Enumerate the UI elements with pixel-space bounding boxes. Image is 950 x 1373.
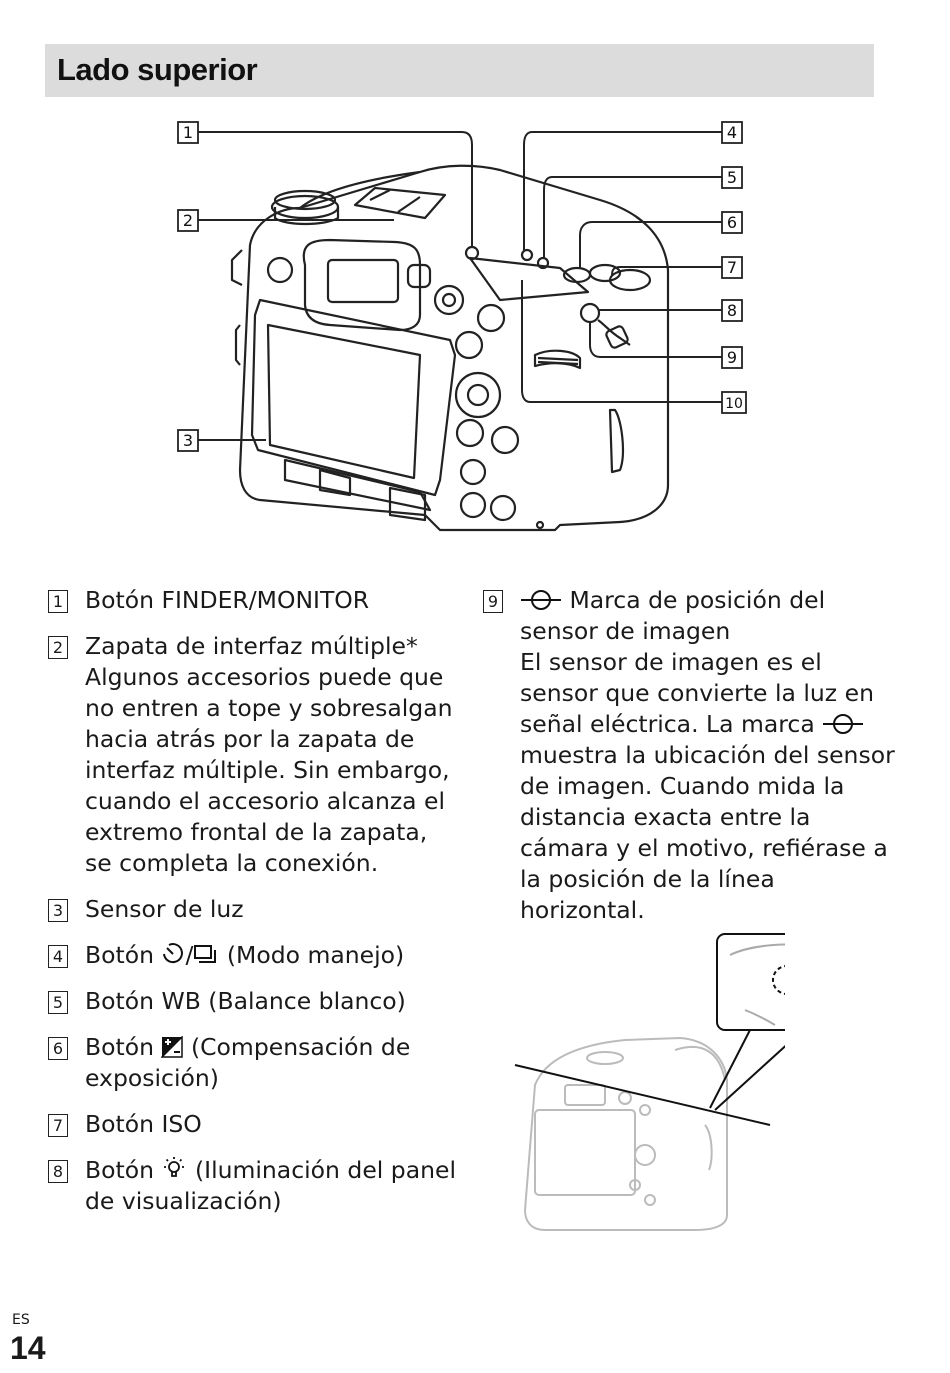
callout-6: 6 [721, 211, 743, 234]
camera-top-diagram: 1 2 3 4 5 6 7 8 9 10 [177, 121, 747, 532]
page-number: 14 [10, 1330, 46, 1366]
self-timer-icon [163, 943, 184, 964]
svg-text:5: 5 [727, 168, 737, 187]
item-number: 2 [48, 636, 68, 659]
display-panel [468, 256, 590, 302]
callout-2: 2 [177, 209, 199, 232]
callout-10: 10 [721, 391, 747, 414]
callout-3: 3 [177, 429, 199, 452]
language-code: ES [12, 1312, 30, 1328]
callout-5: 5 [721, 166, 743, 189]
svg-text:4: 4 [727, 123, 737, 142]
svg-text:9: 9 [727, 348, 737, 367]
item-number: 5 [48, 991, 68, 1014]
svg-text:3: 3 [183, 431, 193, 450]
section-header: Lado superior [45, 44, 874, 97]
list-item: 6 Botón (Compensación de exposición) [48, 1032, 458, 1094]
svg-text:8: 8 [727, 301, 737, 320]
item-description: Algunos accesorios puede que no entren a… [85, 663, 453, 877]
svg-text:6: 6 [727, 213, 737, 232]
image-sensor-mark-icon [823, 714, 864, 734]
callout-9: 9 [721, 346, 743, 369]
callout-7: 7 [721, 256, 743, 279]
item-label: Botón (Compensación de exposición) [85, 1033, 411, 1092]
item-number: 4 [48, 945, 68, 968]
list-item: 1 Botón FINDER/MONITOR [48, 585, 458, 616]
callout-8: 8 [721, 299, 743, 322]
item-number: 3 [48, 899, 68, 922]
exposure-compensation-icon [161, 1036, 184, 1058]
list-item: 7 Botón ISO [48, 1109, 458, 1140]
item-label: Botón (Iluminación del panel de visualiz… [85, 1156, 456, 1215]
callout-4: 4 [721, 121, 743, 144]
item-label: Marca de posición del sensor de imagen [520, 586, 826, 645]
lcd-monitor [250, 298, 457, 497]
sensor-mark [579, 302, 601, 324]
list-item: 2 Zapata de interfaz múltiple* Algunos a… [48, 631, 458, 879]
continuous-shooting-icon [194, 945, 217, 963]
item-label: Botón WB (Balance blanco) [85, 987, 406, 1015]
callout-1: 1 [177, 121, 199, 144]
list-item: 3 Sensor de luz [48, 894, 458, 925]
item-label: Botón ISO [85, 1110, 202, 1138]
item-number: 9 [483, 590, 503, 613]
svg-text:2: 2 [183, 211, 193, 230]
list-item: 8 Botón (Iluminación del panel de visual… [48, 1155, 458, 1217]
svg-text:10: 10 [725, 396, 743, 412]
list-item: 5 Botón WB (Balance blanco) [48, 986, 458, 1017]
image-sensor-mark-icon [521, 590, 561, 610]
list-item: 9 Marca de posición del sensor de imagen… [483, 585, 903, 926]
items-right: 9 Marca de posición del sensor de imagen… [483, 585, 903, 941]
viewfinder-eyecup [302, 238, 422, 332]
page-title: Lado superior [57, 52, 258, 87]
item-label: Botón / (Modo manejo) [85, 941, 405, 969]
item-number: 1 [48, 590, 68, 613]
svg-text:7: 7 [727, 258, 737, 277]
item-label: Botón FINDER/MONITOR [85, 586, 370, 614]
item-label: Sensor de luz [85, 895, 244, 923]
light-bulb-icon [164, 1157, 185, 1177]
items-left: 1 Botón FINDER/MONITOR 2 Zapata de inter… [48, 585, 458, 1232]
item-description: El sensor de imagen es el sensor que con… [520, 648, 895, 924]
item-number: 7 [48, 1114, 68, 1137]
item-number: 8 [48, 1160, 68, 1183]
list-item: 4 Botón / (Modo manejo) [48, 940, 458, 971]
hot-shoe [353, 186, 447, 220]
svg-text:1: 1 [183, 123, 193, 142]
sensor-position-illustration [514, 933, 785, 1231]
item-label: Zapata de interfaz múltiple* [85, 632, 418, 660]
multi-selector [454, 371, 502, 419]
item-number: 6 [48, 1037, 68, 1060]
